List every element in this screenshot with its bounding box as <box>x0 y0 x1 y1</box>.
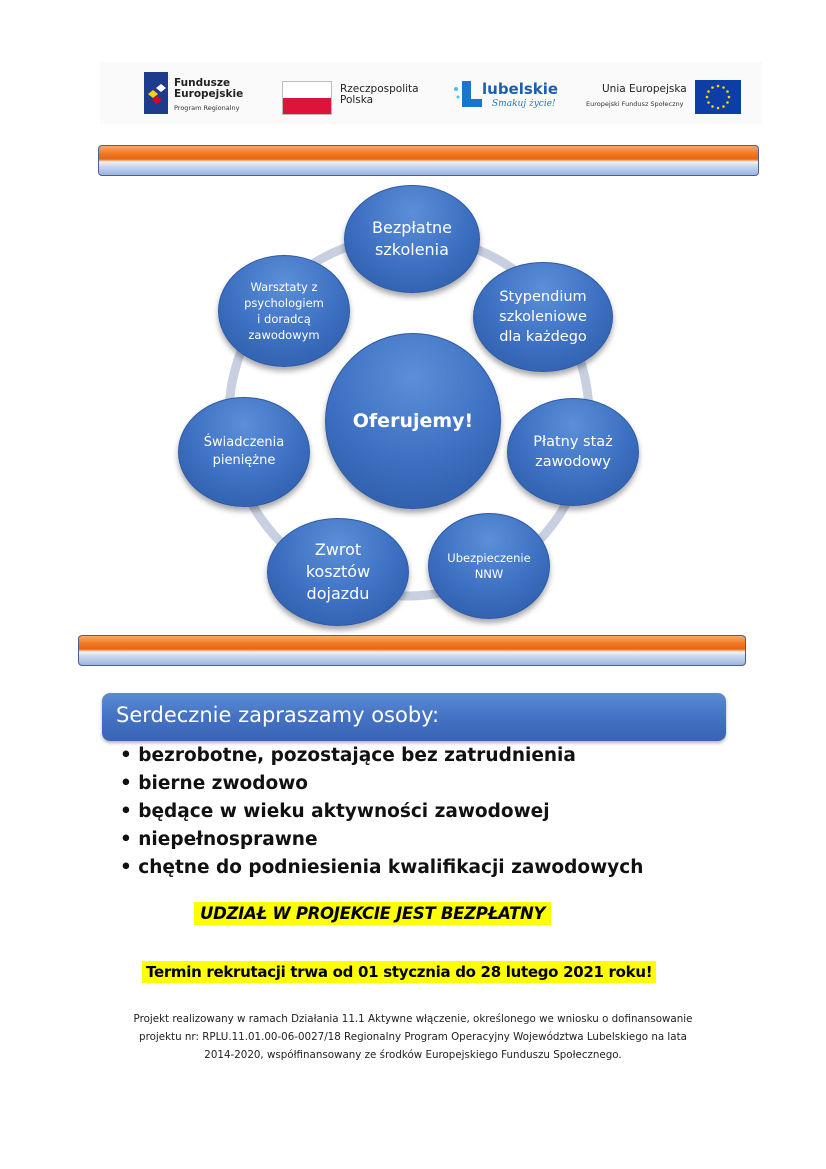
diagram-node-zwrot: Zwrot kosztów dojazdu <box>267 518 409 626</box>
diagram-node-bezplatne: Bezpłatne szkolenia <box>344 185 480 293</box>
recruitment-period-note: Termin rekrutacji trwa od 01 stycznia do… <box>142 961 657 983</box>
diagram-node-swiadczenia: Świadczenia pieniężne <box>178 397 310 507</box>
diagram-node-staz: Płatny staż zawodowy <box>507 398 639 506</box>
eu-flag-icon <box>695 80 741 114</box>
list-item: • bierne zwodowo <box>120 773 308 794</box>
invite-title: Serdecznie zapraszamy osoby: <box>116 703 440 727</box>
decorative-bar-bottom <box>78 635 746 666</box>
footer-line: projektu nr: RPLU.11.01.00-06-0027/18 Re… <box>139 1031 687 1043</box>
invite-header-box: Serdecznie zapraszamy osoby: <box>102 693 726 741</box>
footer-line: Projekt realizowany w ramach Działania 1… <box>133 1013 693 1025</box>
lubelskie-logo-title: lubelskie <box>482 80 559 98</box>
project-footer: Projekt realizowany w ramach Działania 1… <box>90 1010 736 1064</box>
rp-logo-title: Rzeczpospolita Polska <box>340 83 419 106</box>
logo-strip: Fundusze Europejskie Program Regionalny … <box>100 62 762 124</box>
list-item: • niepełnosprawne <box>120 829 318 850</box>
fe-logo-title: Fundusze Europejskie <box>174 77 244 100</box>
list-item: • chętne do podniesienia kwalifikacji za… <box>120 857 644 878</box>
free-participation-note: UDZIAŁ W PROJEKCIE JEST BEZPŁATNY <box>194 902 552 925</box>
diagram-node-label: Ubezpieczenie NNW <box>447 551 531 581</box>
diagram-node-label: Warsztaty z psychologiem i doradcą zawod… <box>244 280 324 342</box>
diagram-node-label: Świadczenia pieniężne <box>203 435 285 468</box>
diagram-node-stypendium: Stypendium szkoleniowe dla każdego <box>473 262 613 372</box>
offer-diagram: Oferujemy! Bezpłatne szkolenia Stypendiu… <box>170 185 650 635</box>
fundusze-europejskie-logo-icon <box>144 72 168 114</box>
diagram-node-warsztaty: Warsztaty z psychologiem i doradcą zawod… <box>218 255 350 367</box>
diagram-center-label: Oferujemy! <box>352 410 474 432</box>
footer-line: 2014-2020, współfinansowany ze środków E… <box>204 1049 622 1061</box>
diagram-node-label: Płatny staż zawodowy <box>533 434 613 470</box>
polish-flag-icon <box>282 81 332 115</box>
diagram-node-nnw: Ubezpieczenie NNW <box>428 513 550 619</box>
diagram-node-label: Stypendium szkoleniowe dla każdego <box>499 289 587 345</box>
lubelskie-logo-icon <box>452 77 488 113</box>
diagram-center-node: Oferujemy! <box>325 333 501 509</box>
target-group-list: • bezrobotne, pozostające bez zatrudnien… <box>120 742 740 882</box>
ue-logo-title: Unia Europejska <box>602 83 687 95</box>
list-item: • bezrobotne, pozostające bez zatrudnien… <box>120 745 576 766</box>
ue-logo-subtitle: Europejski Fundusz Społeczny <box>586 100 684 108</box>
decorative-bar-top <box>98 145 759 176</box>
lubelskie-logo-slogan: Smakuj życie! <box>492 99 556 109</box>
fe-logo-subtitle: Program Regionalny <box>174 104 240 112</box>
diagram-node-label: Bezpłatne szkolenia <box>372 218 452 259</box>
list-item: • będące w wieku aktywności zawodowej <box>120 801 550 822</box>
diagram-node-label: Zwrot kosztów dojazdu <box>305 540 371 603</box>
